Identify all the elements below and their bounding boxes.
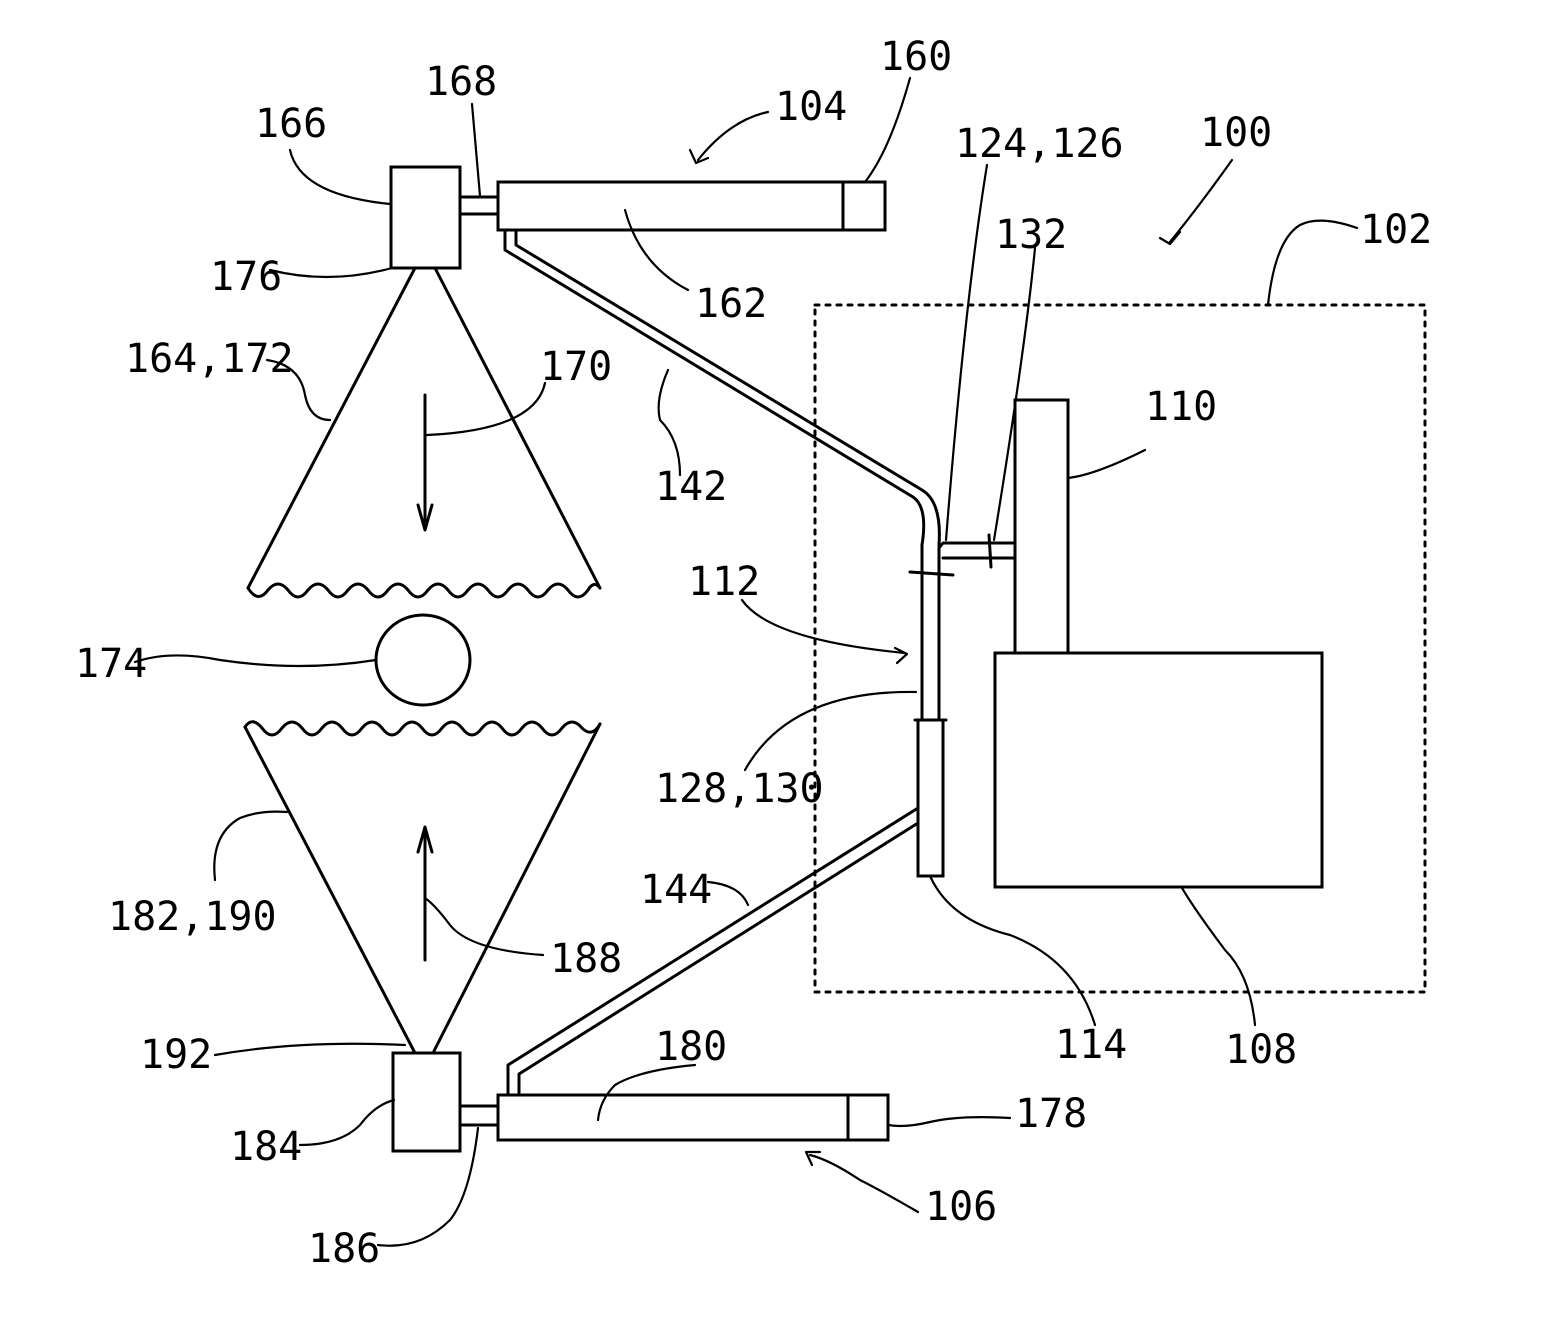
label-184: 184 [230,1124,302,1170]
label-124-126: 124,126 [955,121,1124,167]
label-182-190: 182,190 [108,894,277,940]
label-168: 168 [425,59,497,105]
label-102: 102 [1360,207,1432,253]
label-106: 106 [925,1184,997,1230]
assembly-106 [393,1053,888,1151]
spray-cone-lower [245,722,600,1053]
label-114: 114 [1055,1022,1127,1068]
spray-cone-upper [248,268,600,597]
label-192: 192 [140,1032,212,1078]
label-166: 166 [255,101,327,147]
label-170: 170 [540,344,612,390]
label-132: 132 [995,212,1067,258]
label-178: 178 [1015,1091,1087,1137]
label-142: 142 [655,464,727,510]
label-164-172: 164,172 [125,336,294,382]
enclosure-102 [815,305,1425,992]
branch-pipe-132 [939,535,1015,567]
label-160: 160 [880,34,952,80]
label-180: 180 [655,1024,727,1070]
label-110: 110 [1145,384,1217,430]
target-174 [376,615,470,705]
vertical-pipe [910,545,953,876]
label-188: 188 [550,936,622,982]
label-174: 174 [75,641,147,687]
label-128-130: 128,130 [655,766,824,812]
assembly-104 [391,167,885,268]
column-110 [1015,400,1068,653]
label-162: 162 [695,281,767,327]
label-104: 104 [775,84,847,130]
label-186: 186 [308,1226,380,1272]
label-112: 112 [688,559,760,605]
label-144: 144 [640,867,712,913]
block-108 [995,653,1322,887]
label-100: 100 [1200,110,1272,156]
label-176: 176 [210,254,282,300]
label-108: 108 [1225,1027,1297,1073]
